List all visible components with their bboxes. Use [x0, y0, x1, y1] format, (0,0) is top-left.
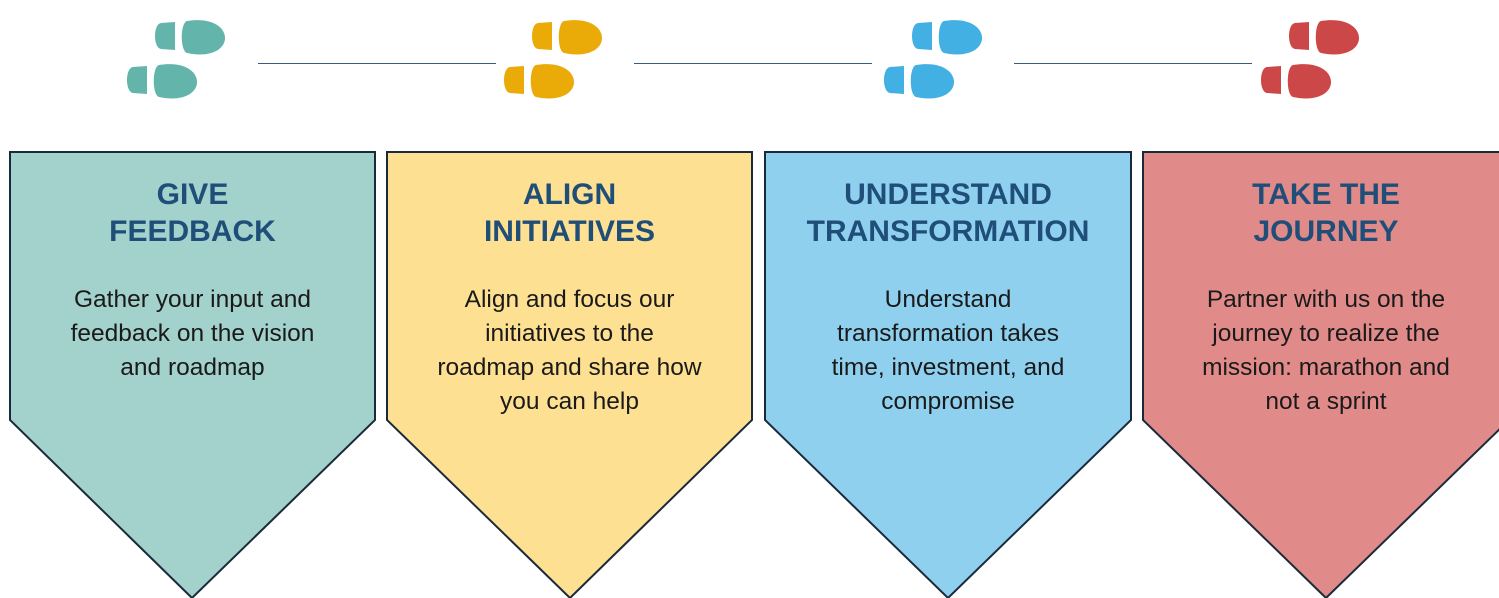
step-arrow-give-feedback [9, 151, 376, 598]
desc-line: journey to realize the [1212, 320, 1440, 347]
footprints-icon [127, 20, 225, 99]
desc-line: mission: marathon and [1202, 354, 1450, 381]
step-title-line: UNDERSTAND [844, 178, 1052, 211]
step-title-line: JOURNEY [1253, 215, 1399, 248]
desc-line: feedback on the vision [70, 320, 315, 347]
desc-line: transformation takes [837, 320, 1059, 347]
footprints-icon [504, 20, 602, 99]
step-title: ALIGN INITIATIVES [387, 176, 752, 250]
step-title: UNDERSTAND TRANSFORMATION [765, 176, 1131, 250]
step-card-take-the-journey: TAKE THE JOURNEY Partner with us on the … [1143, 150, 1499, 590]
desc-line: time, investment, and [831, 354, 1065, 381]
step-card-understand-transformation: UNDERSTAND TRANSFORMATION Understand tra… [765, 150, 1131, 590]
step-description: Align and focus our initiatives to the r… [387, 283, 752, 419]
step-description: Understand transformation takes time, in… [765, 283, 1131, 419]
step-title-line: FEEDBACK [109, 215, 276, 248]
step-arrow-take-the-journey [1142, 151, 1499, 598]
step-arrow-understand-transformation [764, 151, 1132, 598]
footprints-row [127, 20, 1359, 99]
step-title-line: TAKE THE [1252, 178, 1400, 211]
step-title: GIVE FEEDBACK [10, 176, 375, 250]
step-title-line: TRANSFORMATION [806, 215, 1090, 248]
footprints-icon [884, 20, 982, 99]
desc-line: Understand [884, 286, 1012, 313]
desc-line: roadmap and share how [437, 354, 702, 381]
desc-line: you can help [500, 388, 639, 415]
desc-line: Partner with us on the [1206, 286, 1446, 313]
desc-line: Align and focus our [464, 286, 675, 313]
step-description: Gather your input and feedback on the vi… [10, 283, 375, 385]
desc-line: initiatives to the [485, 320, 654, 347]
desc-line: not a sprint [1265, 388, 1387, 415]
step-title-line: INITIATIVES [483, 215, 656, 248]
footprints-icon [1261, 20, 1359, 99]
desc-line: Gather your input and [74, 286, 311, 313]
connector-line [1014, 63, 1252, 64]
step-title-line: GIVE [156, 178, 229, 211]
step-card-give-feedback: GIVE FEEDBACK Gather your input and feed… [10, 150, 375, 590]
step-arrow-align-initiatives [386, 151, 753, 598]
desc-line: compromise [881, 388, 1015, 415]
connector-line [634, 63, 872, 64]
desc-line: and roadmap [120, 354, 265, 381]
step-card-align-initiatives: ALIGN INITIATIVES Align and focus our in… [387, 150, 752, 590]
connector-line [258, 63, 496, 64]
step-title-line: ALIGN [522, 178, 617, 211]
step-title: TAKE THE JOURNEY [1143, 176, 1499, 250]
step-description: Partner with us on the journey to realiz… [1143, 283, 1499, 419]
